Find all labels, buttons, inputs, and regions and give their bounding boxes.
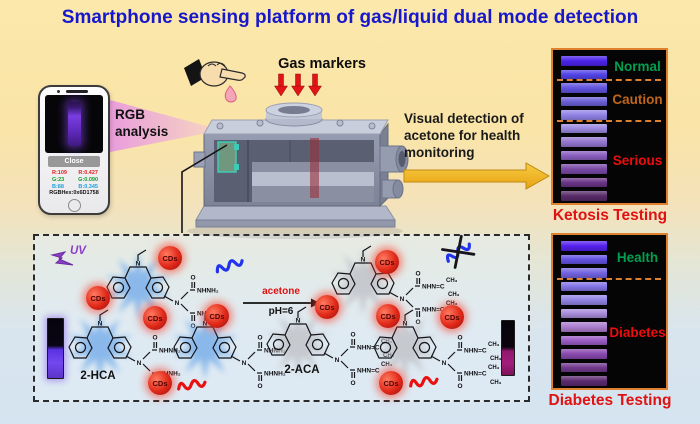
zone-label-health: Health	[616, 250, 659, 266]
cds-dot: CDs	[205, 304, 229, 328]
zoom-pointer-line	[181, 144, 228, 233]
gas-arrows	[274, 73, 322, 97]
test-strip	[561, 56, 607, 66]
flow-arrow	[403, 162, 551, 190]
test-strip	[561, 362, 607, 373]
liquid-droplet	[224, 85, 237, 103]
test-strip	[561, 254, 607, 265]
zone-divider	[557, 277, 661, 280]
cds-dot: CDs	[375, 250, 399, 274]
uv-label: UV	[70, 245, 86, 257]
test-strip	[561, 110, 607, 120]
test-strip	[561, 123, 607, 134]
pointing-hand	[184, 59, 246, 87]
zone-label-normal: Normal	[614, 58, 661, 74]
test-strip	[561, 268, 607, 278]
molecule-label-2aca: 2-ACA	[284, 364, 320, 376]
close-button[interactable]: Close	[48, 156, 100, 167]
home-button[interactable]	[68, 199, 81, 212]
zone-divider	[557, 79, 661, 82]
test-strip	[561, 96, 607, 107]
cuvette-hca	[47, 318, 64, 379]
cds-dot: CDs	[158, 246, 182, 270]
condition-label: pH=6	[268, 306, 294, 317]
test-strip	[561, 308, 607, 319]
zone-divider	[557, 119, 661, 122]
zone-label-diabetes: Diabetes	[609, 324, 666, 340]
test-strip	[561, 376, 607, 386]
cds-dot: CDs	[440, 305, 464, 329]
cds-dot: CDs	[376, 304, 400, 328]
panel-title-ketosis: Ketosis Testing	[552, 207, 668, 224]
zone-label-serious: Serious	[612, 153, 663, 169]
cds-dot: CDs	[143, 306, 167, 330]
rgb-value-row: G:23 G:0.090	[52, 177, 98, 184]
rgb-analysis-label: RGB analysis	[115, 107, 169, 139]
phone-screen	[45, 95, 103, 153]
test-strip	[561, 295, 607, 305]
test-strip	[561, 177, 607, 188]
gas-inlet-port	[278, 106, 310, 114]
test-strip	[561, 137, 607, 147]
visual-detection-label: Visual detection of acetone for health m…	[404, 111, 524, 160]
g-ratio: G:0.090	[78, 177, 98, 183]
rgb-value-row: B:88 B:0.345	[52, 184, 98, 191]
cuvette-holder	[217, 141, 237, 173]
molecule-label-2hca: 2-HCA	[80, 370, 116, 382]
cds-dot: CDs	[86, 286, 110, 310]
b-count: B:88	[52, 184, 64, 190]
r-ratio: R:0.427	[78, 170, 98, 176]
test-strip	[561, 281, 607, 292]
gas-markers-label: Gas markers	[278, 56, 366, 72]
b-ratio: B:0.345	[78, 184, 98, 190]
test-strip	[561, 241, 607, 251]
cds-dot: CDs	[379, 371, 403, 395]
detector-lens-small	[381, 179, 404, 199]
test-strip	[561, 335, 607, 346]
test-strip	[561, 150, 607, 161]
smartphone: Close R:109 R:0.427 G:23 G:0.090 B:88 B:…	[38, 85, 110, 215]
panel-title-diabetes: Diabetes Testing	[548, 392, 672, 409]
test-strip	[561, 164, 607, 174]
analyzer-device	[193, 102, 409, 228]
rgb-value-row: R:109 R:0.427	[52, 170, 98, 177]
test-strip	[561, 69, 607, 80]
cds-dot: CDs	[148, 371, 172, 395]
test-strip	[561, 83, 607, 93]
zone-label-caution: Caution	[612, 92, 663, 108]
test-strip	[561, 322, 607, 332]
cuvette-aca	[501, 320, 515, 376]
test-strip	[561, 191, 607, 201]
cds-dot: CDs	[315, 295, 339, 319]
figure-title: Smartphone sensing platform of gas/liqui…	[61, 7, 639, 28]
rgb-hex-value: RGBHex:0x6D1758	[49, 190, 99, 196]
r-count: R:109	[52, 170, 67, 176]
g-count: G:23	[52, 177, 65, 183]
phone-speaker	[66, 90, 88, 93]
cuvette-photo	[68, 102, 81, 146]
test-strip	[561, 349, 607, 359]
phone-camera-dot	[57, 90, 60, 93]
reagent-label: acetone	[262, 286, 300, 297]
